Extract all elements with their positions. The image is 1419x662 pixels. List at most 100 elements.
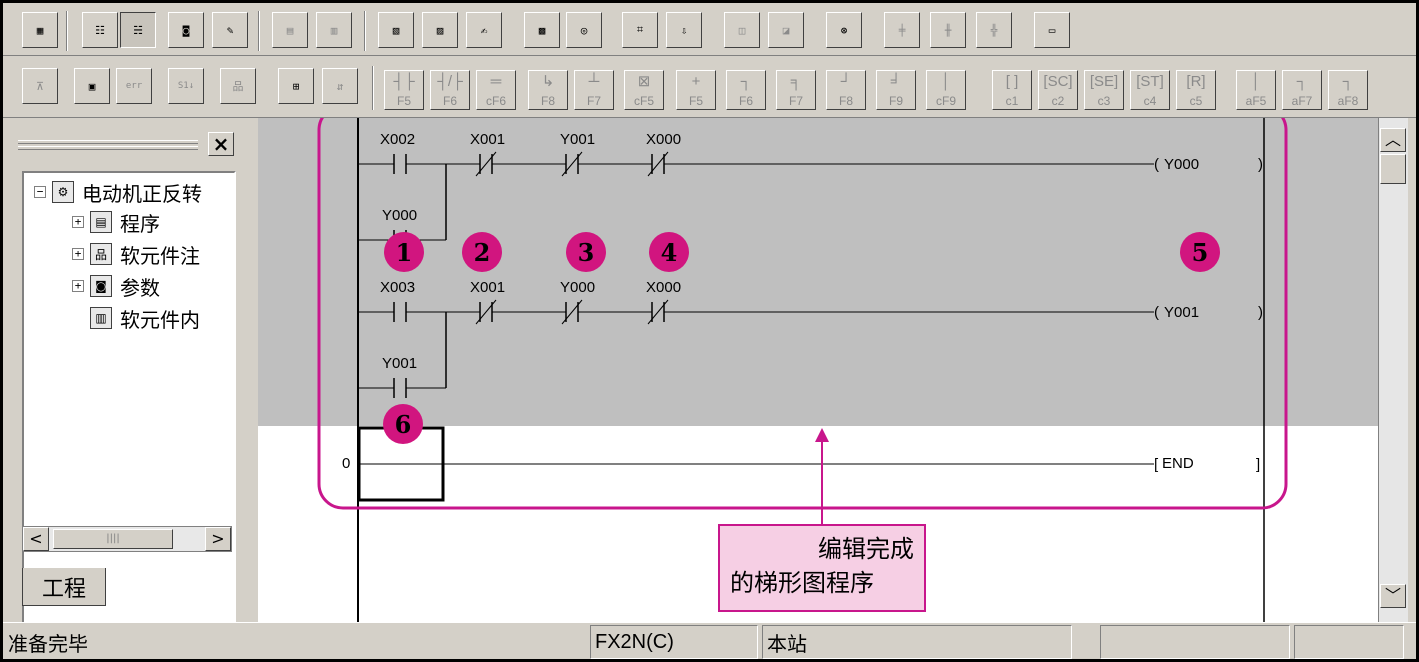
project-icon: ⚙ bbox=[52, 181, 74, 203]
fkey-button-f8[interactable]: ↳F8 bbox=[528, 70, 568, 110]
step-entry-icon[interactable]: ╬ bbox=[976, 12, 1012, 48]
end-rung[interactable]: [ ] bbox=[357, 426, 1260, 502]
rung-2[interactable]: ( ) bbox=[358, 299, 1263, 398]
fkey-button-f7[interactable]: ╕F7 bbox=[776, 70, 816, 110]
ladder-vscrollbar[interactable]: ︿ ﹀ bbox=[1378, 118, 1408, 622]
fkey-button-f6[interactable]: ┐F6 bbox=[726, 70, 766, 110]
error-icon[interactable]: err bbox=[116, 68, 152, 104]
tree-item-program[interactable]: + ▤ 程序 bbox=[72, 207, 160, 237]
expand-icon[interactable]: + bbox=[72, 216, 84, 228]
fkey-label: c4 bbox=[1143, 94, 1157, 108]
fkey-button-c3[interactable]: [SE]c3 bbox=[1084, 70, 1124, 110]
fkey-symbol-icon: ┴ bbox=[588, 73, 600, 90]
fkey-symbol-icon: ┤├ bbox=[393, 73, 415, 90]
fkey-label: cF9 bbox=[935, 94, 956, 108]
diagnostics-icon[interactable]: ⊛ bbox=[826, 12, 862, 48]
read-icon[interactable]: ▤ bbox=[272, 12, 308, 48]
fkey-button-f8[interactable]: ┘F8 bbox=[826, 70, 866, 110]
write-plc-icon[interactable]: ◫ bbox=[724, 12, 760, 48]
program-icon: ▤ bbox=[90, 211, 112, 233]
tree-item-parameter[interactable]: + ◙ 参数 bbox=[72, 271, 160, 301]
rung-1[interactable]: ( ) bbox=[358, 151, 1263, 250]
tree-item-label: 软元件注 bbox=[120, 243, 200, 268]
device-icon[interactable]: 品 bbox=[220, 68, 256, 104]
scroll-up-icon[interactable]: ︿ bbox=[1380, 128, 1406, 152]
verify-icon[interactable]: ◪ bbox=[768, 12, 804, 48]
fkey-button-c4[interactable]: [ST]c4 bbox=[1130, 70, 1170, 110]
project-panel: × − ⚙ 电动机正反转 + ▤ 程序 + 品 软元件注 + ◙ 参数 bbox=[0, 118, 250, 641]
expand-icon[interactable]: + bbox=[72, 280, 84, 292]
fkey-button-c2[interactable]: [SC]c2 bbox=[1038, 70, 1078, 110]
fkey-button-f9[interactable]: ╛F9 bbox=[876, 70, 916, 110]
monitor-icon[interactable]: ◙ bbox=[168, 12, 204, 48]
svg-text:2: 2 bbox=[474, 238, 491, 267]
tree-hscrollbar[interactable]: < |||| > bbox=[22, 526, 232, 552]
cross-ref-icon[interactable]: ▧ bbox=[378, 12, 414, 48]
entry-monitor-icon[interactable]: ◎ bbox=[566, 12, 602, 48]
fkey-button-c1[interactable]: [ ]c1 bbox=[992, 70, 1032, 110]
project-tree: − ⚙ 电动机正反转 + ▤ 程序 + 品 软元件注 + ◙ 参数 ▥ 软元件内 bbox=[22, 171, 236, 641]
step-run-icon[interactable]: ╪ bbox=[884, 12, 920, 48]
panel-close-icon[interactable]: × bbox=[208, 132, 234, 156]
sort-icon[interactable]: ⇵ bbox=[322, 68, 358, 104]
scroll-thumb[interactable]: |||| bbox=[53, 529, 173, 549]
scroll-down-icon[interactable]: ﹀ bbox=[1380, 584, 1406, 608]
fkey-symbol-icon: [ ] bbox=[1005, 73, 1019, 90]
fkey-button-f6[interactable]: ┤/├F6 bbox=[430, 70, 470, 110]
fkey-button-f5[interactable]: ┤├ F5 bbox=[384, 70, 424, 110]
tree-item-device-comment[interactable]: + 品 软元件注 bbox=[72, 239, 200, 269]
fkey-label: F8 bbox=[540, 94, 555, 108]
mode-2-icon[interactable]: ☵ bbox=[120, 12, 156, 48]
insert-row-icon[interactable]: ⊼ bbox=[22, 68, 58, 104]
fkey-label: cF5 bbox=[633, 94, 654, 108]
s1-s9-icon[interactable]: S1↓ bbox=[168, 68, 204, 104]
callout-label: 编辑完成 的梯形图程序 bbox=[718, 524, 926, 612]
marker-5: 5 bbox=[1180, 232, 1220, 272]
device-comment-icon: 品 bbox=[90, 243, 112, 265]
tree-item-device-memory[interactable]: ▥ 软元件内 bbox=[90, 303, 200, 333]
rung1-contact-label: X002 bbox=[380, 131, 415, 148]
grid-icon[interactable]: ⊞ bbox=[278, 68, 314, 104]
scroll-left-icon[interactable]: < bbox=[23, 527, 49, 551]
ladder-diagram: ( ) bbox=[317, 118, 1288, 622]
fkey-symbol-icon: │ bbox=[941, 73, 951, 90]
fkey-label: F9 bbox=[888, 94, 903, 108]
fkey-button-af5[interactable]: │aF5 bbox=[1236, 70, 1276, 110]
tab-project[interactable]: 工程 bbox=[22, 568, 106, 606]
write-icon[interactable]: ▥ bbox=[316, 12, 352, 48]
fkey-button-cf6[interactable]: ═ cF6 bbox=[476, 70, 516, 110]
ladder-view-icon[interactable]: ▦ bbox=[22, 12, 58, 48]
ladder-editor[interactable]: ( ) bbox=[258, 118, 1378, 622]
collapse-icon[interactable]: − bbox=[34, 186, 46, 198]
fkey-button-af7[interactable]: ┐aF7 bbox=[1282, 70, 1322, 110]
fkey-symbol-icon: ═ bbox=[490, 73, 502, 90]
write-mode-icon[interactable]: ✎ bbox=[212, 12, 248, 48]
standard-toolbar: ▦ ☷ ☵ ◙ ✎ ▤ ▥ ▧ ▨ ✍ ▩ ◎ ⌗ ⇩ ◫ ◪ ⊛ ╪ ╫ ╬ … bbox=[0, 0, 1419, 56]
comment-icon[interactable]: ✍ bbox=[466, 12, 502, 48]
device-list-icon[interactable]: ▨ bbox=[422, 12, 458, 48]
fkey-symbol-icon: ╕ bbox=[790, 73, 802, 90]
fkey-button-c5[interactable]: [R]c5 bbox=[1176, 70, 1216, 110]
svg-text:): ) bbox=[1258, 304, 1263, 321]
batch-monitor-icon[interactable]: ▩ bbox=[524, 12, 560, 48]
mode-1-icon[interactable]: ☷ bbox=[82, 12, 118, 48]
display-icon[interactable]: ▭ bbox=[1034, 12, 1070, 48]
parameter-icon: ◙ bbox=[90, 275, 112, 297]
fkey-label: F5 bbox=[396, 94, 411, 108]
read-plc-icon[interactable]: ⇩ bbox=[666, 12, 702, 48]
fkey-label: cF6 bbox=[485, 94, 506, 108]
scroll-right-icon[interactable]: > bbox=[205, 527, 231, 551]
fkey-button-af8[interactable]: ┐aF8 bbox=[1328, 70, 1368, 110]
rung2-contact-label: Y000 bbox=[560, 279, 595, 296]
fkey-button-f7[interactable]: ┴F7 bbox=[574, 70, 614, 110]
transfer-setup-icon[interactable]: ⌗ bbox=[622, 12, 658, 48]
print-icon[interactable]: ▣ bbox=[74, 68, 110, 104]
tree-root[interactable]: − ⚙ 电动机正反转 bbox=[34, 177, 202, 207]
step-mon-icon[interactable]: ╫ bbox=[930, 12, 966, 48]
svg-text:(: ( bbox=[1154, 156, 1159, 173]
fkey-button-cf9[interactable]: │ cF9 bbox=[926, 70, 966, 110]
fkey-button-cf5[interactable]: ⊠cF5 bbox=[624, 70, 664, 110]
vscroll-thumb[interactable] bbox=[1380, 154, 1406, 184]
fkey-button-f5[interactable]: +F5 bbox=[676, 70, 716, 110]
expand-icon[interactable]: + bbox=[72, 248, 84, 260]
